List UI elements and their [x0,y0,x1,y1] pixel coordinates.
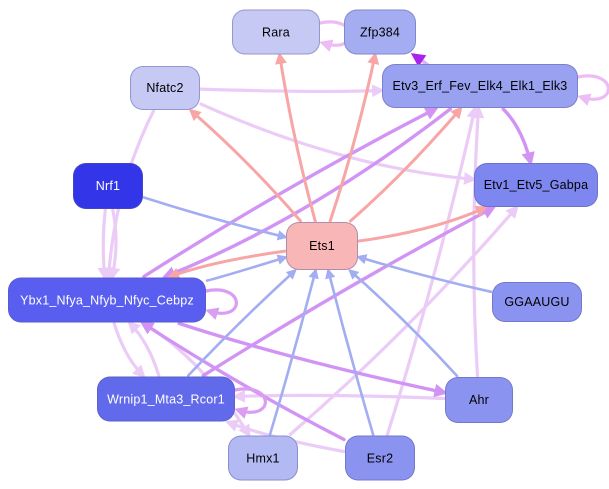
edge-etv3-zfp384 [410,53,429,67]
node-nrf1[interactable]: Nrf1 [73,163,143,209]
edge-hmx1-ets1 [268,267,319,436]
self-loop-wrnip1 [233,387,267,419]
self-loop-etv3 [576,74,609,106]
edge-ybx1-ahr [177,321,448,398]
node-zfp384[interactable]: Zfp384 [344,9,416,55]
edge-nfatc2-etv1 [199,102,477,185]
edge-ahr-wrnip1 [232,389,446,403]
edge-ets1-nfatc2 [188,108,302,223]
node-rara[interactable]: Rara [232,9,320,55]
edge-ets1-zfp384 [328,51,380,223]
edge-ets1-rara [275,51,317,223]
edge-ybx1-ets1 [205,254,288,282]
edge-ybx1-wrnip1 [112,321,146,379]
edge-esr2-etv3 [385,105,480,437]
edge-ets1-ybx1 [167,249,287,280]
edge-etv3-etv1 [501,107,535,166]
edge-wrnip1-ybx1 [127,320,161,378]
node-ahr[interactable]: Ahr [445,377,513,423]
edge-esr2-ybx1 [139,321,346,442]
edge-ahr-ets1 [348,268,459,378]
node-ybx1[interactable]: Ybx1_Nfya_Nfyb_Nfyc_Cebpz [8,277,206,323]
node-nfatc2[interactable]: Nfatc2 [130,66,200,110]
edge-ets1-etv1 [357,205,488,243]
node-hmx1[interactable]: Hmx1 [228,435,298,481]
self-loop-ybx1 [204,288,238,320]
node-etv1[interactable]: Etv1_Etv5_Gabpa [474,163,598,207]
edge-nfatc2-etv3 [199,84,385,98]
node-ggaaugu[interactable]: GGAAUGU [492,282,582,322]
edge-nrf1-ets1 [142,196,289,241]
edge-ets1-etv3 [349,106,463,223]
edge-esr2-ets1 [325,267,375,436]
node-ets1[interactable]: Ets1 [286,222,358,270]
edge-etv3-ybx1 [161,107,452,280]
edge-ggaaugu-ets1 [356,254,493,294]
edge-wrnip1-ets1 [187,268,297,377]
edge-ybx1-etv3 [142,107,439,279]
edge-ahr-etv3 [471,105,485,378]
node-wrnip1[interactable]: Wrnip1_Mta3_Rcor1 [97,376,235,422]
edge-nrf1-ybx1 [107,208,121,281]
edge-hmx1-etv1 [288,205,519,437]
node-esr2[interactable]: Esr2 [345,435,415,481]
node-etv3[interactable]: Etv3_Erf_Fev_Elk4_Elk1_Elk3 [382,64,578,108]
edge-nrf1-ybx1 [97,208,111,281]
edge-wrnip1-etv1 [201,206,497,378]
